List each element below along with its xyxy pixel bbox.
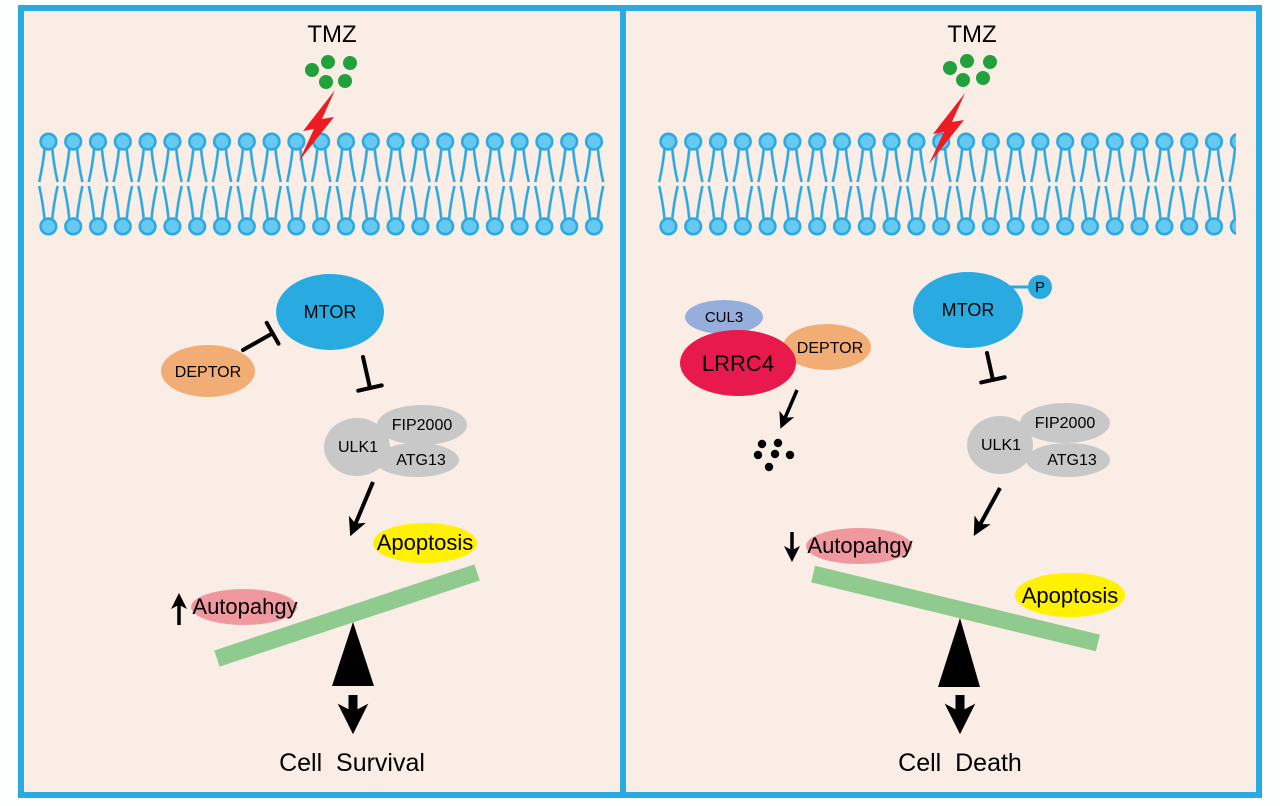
autophagy-label: Autopahgy — [807, 533, 912, 558]
outcome-label: Cell Survival — [279, 749, 425, 777]
ulk1-to-balance-arrow — [348, 481, 375, 537]
balance-fulcrum — [938, 618, 980, 687]
deptor-degradation-arrow — [779, 389, 799, 429]
lrrc4-label: LRRC4 — [702, 351, 774, 376]
membrane-inner-leaflet — [656, 184, 1236, 236]
cul3-label: CUL3 — [705, 309, 743, 326]
membrane-inner-leaflet — [36, 184, 608, 236]
apoptosis-node — [373, 523, 477, 563]
membrane-outer-leaflet — [36, 132, 608, 184]
autophagy-node — [191, 589, 297, 625]
mtor-label: MTOR — [942, 300, 995, 320]
ulk1-to-balance-arrow — [973, 487, 1002, 537]
cul3-node — [685, 300, 763, 334]
ulk1-complex: FIP2000 ATG13 ULK1 — [324, 405, 467, 477]
outcome-label: Cell Death — [898, 749, 1022, 777]
deptor-label: DEPTOR — [797, 340, 863, 357]
apoptosis-label: Apoptosis — [1022, 583, 1119, 608]
apoptosis-label: Apoptosis — [377, 530, 474, 555]
deptor-node — [783, 324, 871, 370]
autophagy-label: Autopahgy — [192, 594, 297, 619]
right-panel-graphic: TMZ DEPTOR CUL3 LRRC4 — [656, 21, 1236, 777]
lightning-bolt-icon — [299, 90, 335, 161]
fip2000-label: FIP2000 — [1035, 415, 1096, 432]
phosphate-label: P — [1035, 279, 1045, 296]
lightning-bolt-icon — [929, 93, 965, 164]
deptor-inhibits-mtor-bar — [241, 320, 281, 352]
autophagy-node — [806, 528, 912, 564]
lrrc4-node — [680, 330, 796, 396]
tmz-drug-dots — [943, 54, 997, 87]
phosphate-node — [1028, 275, 1052, 299]
tmz-drug-dots — [305, 55, 357, 89]
mtor-node — [276, 274, 384, 350]
deptor-label: DEPTOR — [175, 364, 241, 381]
atg13-label: ATG13 — [1047, 452, 1097, 469]
ulk1-complex: FIP2000 ATG13 ULK1 — [967, 403, 1110, 477]
mtor-label: MTOR — [304, 302, 357, 322]
apoptosis-node — [1015, 573, 1125, 617]
deptor-node — [161, 345, 255, 397]
ulk1-label: ULK1 — [981, 437, 1021, 454]
mtor-inhibits-ulk1-bar — [356, 355, 384, 393]
balance-beam — [811, 565, 1100, 652]
mtor-inhibits-ulk1-bar — [979, 351, 1007, 385]
mtor-node — [913, 272, 1023, 348]
degraded-deptor-dots — [753, 438, 795, 472]
fip2000-label: FIP2000 — [392, 417, 453, 434]
balance-beam — [214, 564, 480, 667]
ulk1-label: ULK1 — [338, 439, 378, 456]
balance-fulcrum — [332, 622, 374, 686]
left-panel-graphic: TMZ DEPTOR MTOR — [36, 21, 608, 777]
panel-divider — [620, 11, 626, 792]
atg13-label: ATG13 — [396, 452, 446, 469]
figure-frame: TMZ DEPTOR MTOR — [18, 5, 1262, 798]
tmz-label: TMZ — [947, 21, 996, 48]
tmz-label: TMZ — [307, 21, 356, 48]
